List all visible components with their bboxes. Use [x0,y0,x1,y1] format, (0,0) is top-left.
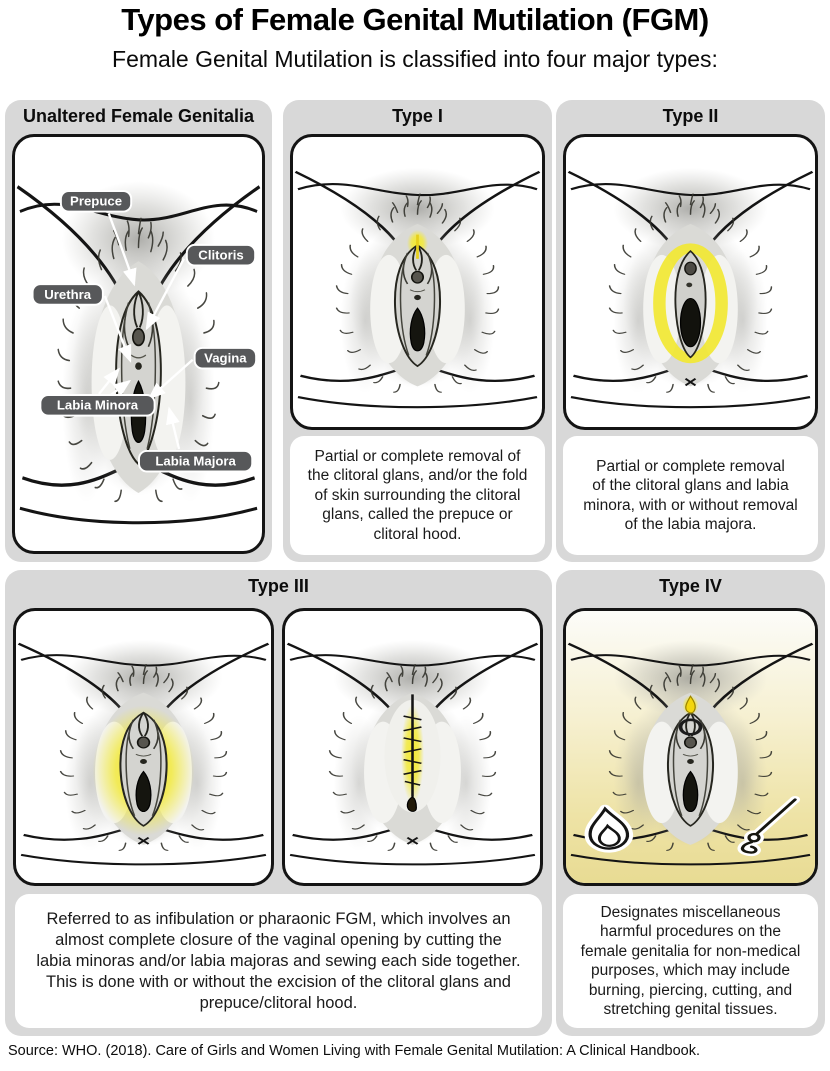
svg-text:Labia Majora: Labia Majora [155,454,236,469]
anatomy-labels-overlay: Prepuce Clitoris Urethra Vagina [31,189,258,473]
illustration-type1 [290,134,545,430]
description-type2: Partial or complete removal of the clito… [563,436,818,555]
panel-title: Type IV [659,576,722,596]
svg-text:Clitoris: Clitoris [198,248,243,263]
illustration-type2 [563,134,818,430]
panel-title: Type I [392,106,443,126]
illustration-type3-sewn [282,608,543,886]
panel-title: Type III [248,576,309,596]
label-vagina: Vagina [193,346,258,370]
illustration-type4 [563,608,818,886]
panel-unaltered: Unaltered Female Genitalia [5,100,272,562]
panels-grid: Unaltered Female Genitalia [5,100,825,1040]
source-citation: Source: WHO. (2018). Care of Girls and W… [8,1043,701,1059]
illustration-type3-before [13,608,274,886]
vulva-drawing-type2 [566,166,815,409]
description-type3: Referred to as infibulation or pharaonic… [15,894,542,1028]
label-clitoris: Clitoris [185,243,257,267]
svg-text:Vagina: Vagina [204,351,247,366]
page-subtitle: Female Genital Mutilation is classified … [112,46,718,72]
stitches [403,715,422,786]
panel-title: Type II [662,106,719,126]
label-prepuce: Prepuce [59,189,133,213]
panel-title: Unaltered Female Genitalia [22,106,255,126]
description-type1: Partial or complete removal of the clito… [290,436,545,555]
illustration-unaltered: Prepuce Clitoris Urethra Vagina [12,134,265,554]
svg-text:Urethra: Urethra [44,287,91,302]
vulva-drawing-type1 [293,166,542,409]
svg-text:Prepuce: Prepuce [70,194,122,209]
vulva-drawing-type3-sewn [286,638,539,866]
piercing-ring [678,718,703,736]
description-type4: Designates miscellaneous harmful procedu… [563,894,818,1028]
label-labia-majora: Labia Majora [138,449,254,473]
vulva-drawing-type3-cut [17,638,270,866]
label-urethra: Urethra [31,283,104,306]
svg-text:Labia Minora: Labia Minora [57,398,139,413]
vulva-drawing-type4 [566,611,815,883]
page-title: Types of Female Genital Mutilation (FGM) [121,2,709,37]
panel-type3: Type III [5,570,552,1036]
panel-type4: Type IV Designates miscellaneous harmful… [556,570,825,1036]
burn-spark [685,695,696,714]
panel-type2: Type II Partial or complete removal of t… [556,100,825,562]
panel-type1: Type I Partial or complete removal of th… [283,100,552,562]
label-labia-minora: Labia Minora [39,394,156,417]
